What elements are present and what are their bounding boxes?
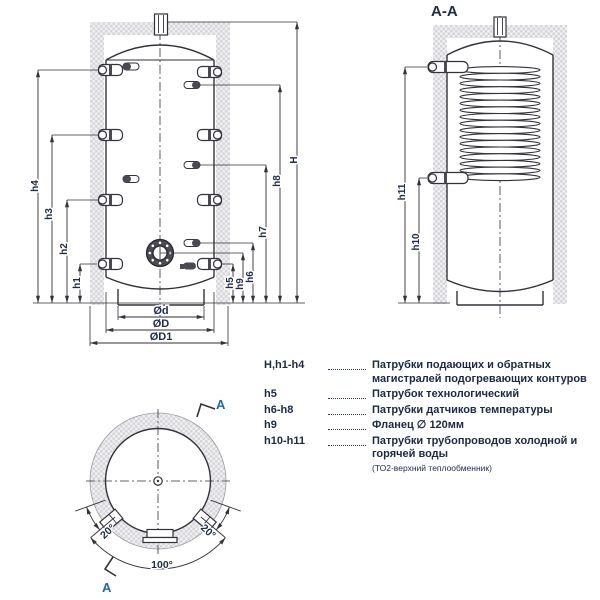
temp-sensor-nozzle (183, 161, 201, 169)
section-view: A-A (396, 3, 567, 318)
pipe-nozzle (97, 193, 124, 207)
pipe-nozzle (97, 63, 124, 77)
dim-label-D: ØD (153, 318, 170, 330)
pipe-nozzle (196, 65, 223, 79)
temp-sensor-nozzle (183, 81, 201, 89)
section-insulation (433, 25, 567, 304)
legend-desc-text: Патрубки трубопроводов холодной и горяче… (372, 434, 578, 461)
dim-label-h2: h2 (59, 243, 70, 255)
dim-label-D1: ØD1 (150, 331, 173, 343)
legend-row: h6-h8 Патрубки датчиков температуры (264, 404, 596, 418)
dim-label-h6: h6 (245, 271, 256, 283)
coil-inlet-nozzle (427, 60, 469, 74)
top-fitting-nozzle (153, 13, 169, 36)
top-view: 20° 20° 100° A A (75, 397, 241, 595)
dim-label-h8: h8 (272, 175, 283, 187)
dim-label-d: Ød (153, 305, 168, 317)
center-fitting (153, 476, 163, 486)
legend-key: h10-h11 (264, 434, 305, 447)
coil-outlet-nozzle (427, 171, 469, 185)
legend-leader (328, 404, 366, 415)
pipe-nozzle (97, 128, 124, 142)
legend-row: H,h1-h4 Патрубки подающих и обратных маг… (264, 359, 596, 386)
top-fitting-nozzle (493, 16, 507, 38)
front-right-nozzles (196, 65, 223, 271)
section-dimensions (398, 66, 450, 304)
front-left-nozzles (97, 63, 124, 271)
pipe-nozzle (196, 128, 223, 142)
legend-row: h9 Фланец ∅ 120мм (264, 419, 596, 433)
legend-key: h5 (264, 388, 277, 400)
small-dark-nozzle (180, 262, 196, 270)
legend-desc: Патрубки датчиков температуры (372, 403, 553, 416)
angle-dimensions (75, 499, 241, 570)
pipe-nozzle (196, 193, 223, 207)
legend-key: H,h1-h4 (264, 359, 305, 371)
dim-label-h10: h10 (411, 233, 422, 251)
angle-label-total: 100° (151, 559, 173, 571)
legend: H,h1-h4 Патрубки подающих и обратных маг… (264, 359, 596, 475)
dim-label-h9: h9 (235, 278, 246, 290)
section-tank-body (446, 40, 554, 306)
legend-row: h10-h11 Патрубки трубопроводов холодной … (264, 435, 596, 473)
front-tank-body (105, 44, 215, 306)
coil-heat-exchanger (459, 66, 541, 182)
front-insulation (90, 22, 230, 305)
pipe-nozzle (97, 257, 124, 271)
temp-sensor-nozzle (122, 62, 140, 71)
legend-note: (ТО2-верхний теплообменник) (372, 462, 492, 473)
legend-desc: Патрубки трубопроводов холодной и горяче… (372, 435, 596, 473)
dim-label-h3: h3 (44, 208, 55, 220)
dim-label-H: H (289, 156, 300, 163)
legend-desc: Фланец ∅ 120мм (372, 419, 465, 431)
pipe-nozzle (196, 257, 223, 271)
section-cut-label-bottom: A (102, 580, 112, 595)
dim-label-h4: h4 (30, 180, 41, 192)
legend-leader (328, 435, 366, 446)
legend-leader (328, 359, 366, 370)
dim-label-h11: h11 (397, 183, 408, 200)
section-cut-marker-bottom (103, 556, 117, 577)
legend-desc: Патрубки подающих и обратных магистралей… (372, 359, 587, 385)
temp-sensor-nozzles (122, 62, 201, 270)
dim-label-h1: h1 (72, 277, 83, 289)
legend-leader (328, 388, 366, 399)
temp-sensor-nozzle (122, 175, 140, 183)
legend-row: h5 Патрубок технологический (264, 388, 596, 402)
section-cut-label-top: A (216, 397, 226, 412)
section-view-title: A-A (431, 3, 458, 20)
front-view: h4 h3 h2 h1 h5 h9 h6 h7 h8 H Ød ØD ØD1 (29, 13, 305, 346)
section-cut-marker-top (196, 402, 216, 418)
dim-label-h7: h7 (258, 226, 269, 238)
legend-leader (328, 419, 366, 430)
front-dimensions (33, 21, 305, 346)
legend-key: h9 (264, 419, 277, 431)
temp-sensor-nozzle (183, 239, 201, 247)
bottom-flange (142, 528, 178, 544)
legend-desc: Патрубок технологический (372, 388, 520, 400)
dim-label-h5: h5 (225, 277, 236, 289)
legend-key: h6-h8 (264, 403, 294, 416)
